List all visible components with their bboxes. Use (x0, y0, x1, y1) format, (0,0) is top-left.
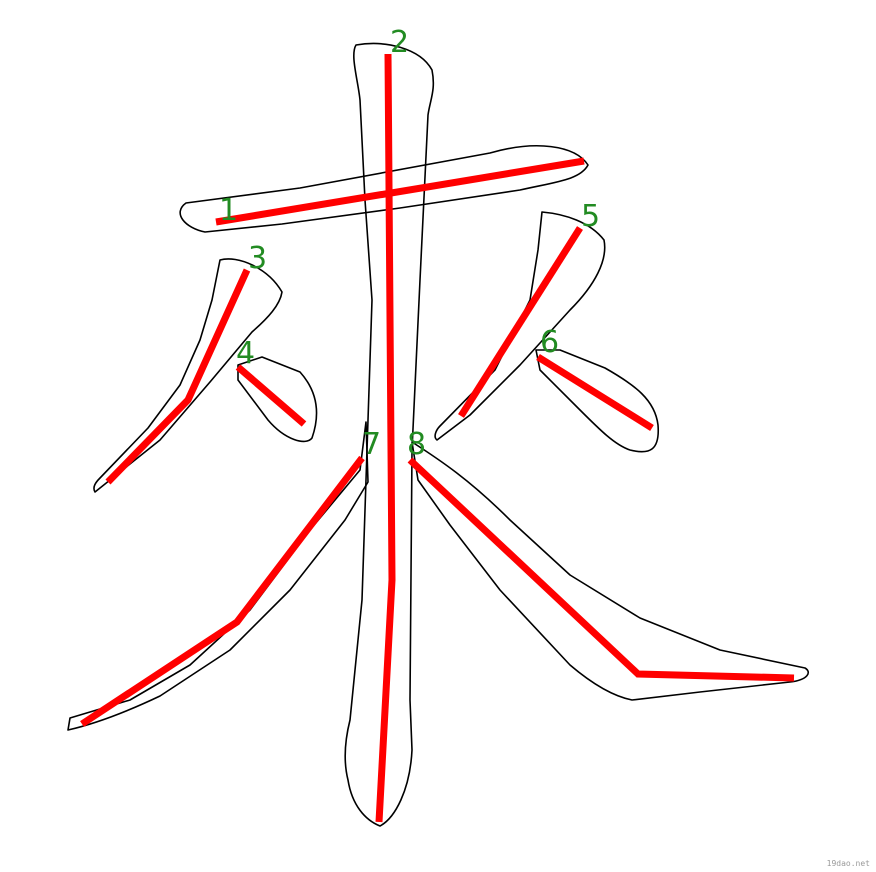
stroke-outline-3 (93, 258, 283, 493)
stroke-number-5: 5 (581, 199, 600, 234)
stroke-outline-7 (67, 421, 369, 731)
stroke-center-line-3 (105, 268, 251, 485)
stroke-center-line-6 (536, 354, 654, 431)
stroke-outline-1 (179, 145, 589, 233)
stroke-numbers: 1 2 3 4 5 6 7 8 (219, 25, 600, 462)
stroke-outline-5 (434, 211, 606, 441)
stroke-outlines (67, 42, 809, 827)
stroke-number-8: 8 (407, 427, 426, 462)
stroke-number-7: 7 (362, 427, 381, 462)
stroke-number-1: 1 (219, 193, 238, 228)
stroke-number-4: 4 (236, 336, 255, 371)
stroke-outline-6 (535, 349, 659, 453)
stroke-center-line-1 (215, 157, 585, 226)
stroke-center-line-8 (407, 457, 795, 682)
stroke-center-line-2 (375, 53, 396, 823)
stroke-center-lines (80, 53, 795, 823)
stroke-outline-8 (411, 441, 809, 701)
stroke-center-line-7 (80, 455, 365, 727)
stroke-outline-2 (344, 42, 435, 827)
stroke-number-2: 2 (390, 25, 409, 60)
stroke-center-line-5 (458, 226, 583, 418)
stroke-number-3: 3 (248, 241, 267, 276)
watermark-text: 19dao.net (826, 859, 870, 868)
stroke-center-line-4 (235, 364, 307, 427)
stroke-number-6: 6 (540, 325, 559, 360)
stroke-outline-4 (237, 356, 318, 443)
